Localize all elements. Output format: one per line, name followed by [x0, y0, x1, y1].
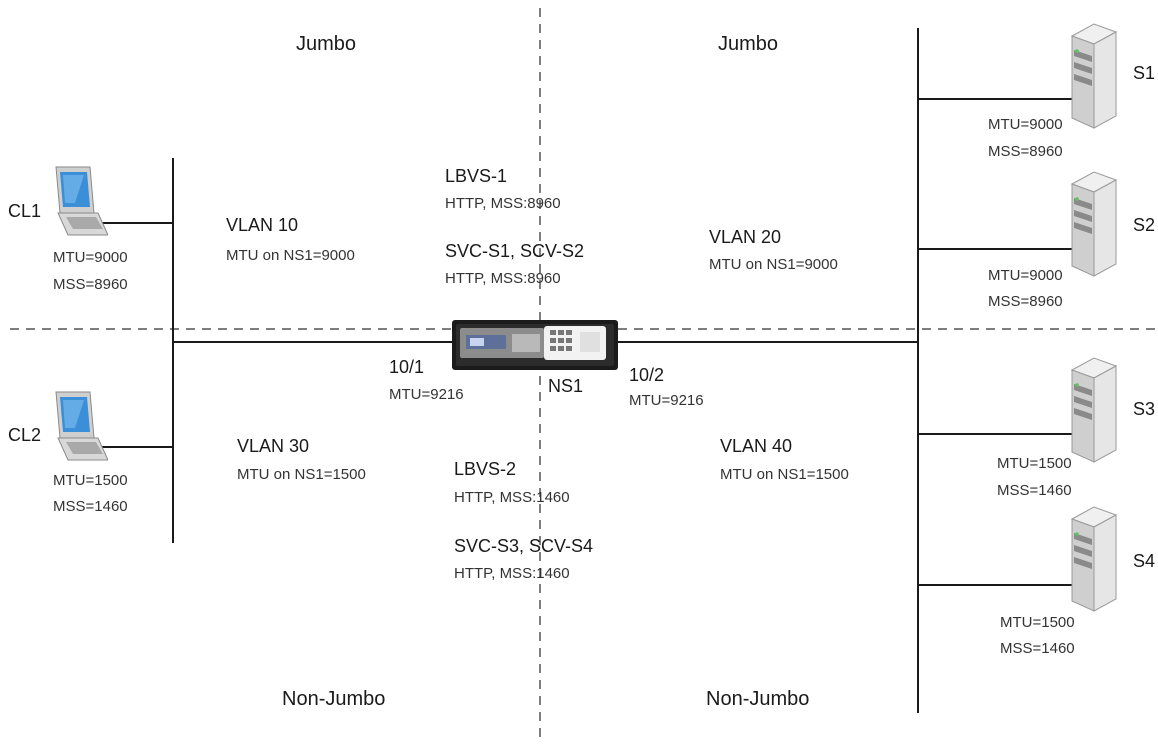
interface-name-10-2: 10/2: [629, 365, 665, 385]
interface-mtu-10-2: MTU=9216: [629, 392, 704, 409]
service-detail-lbvs-2: HTTP, MSS:1460: [454, 489, 570, 506]
server-mtu-s2: MTU=9000: [988, 267, 1063, 284]
vlan-name-40: VLAN 40: [720, 436, 793, 456]
vlan-mtu-30: MTU on NS1=1500: [237, 466, 366, 483]
laptop-icon: [55, 166, 108, 236]
vlan-name-30: VLAN 30: [237, 436, 310, 456]
server-mss-s4: MSS=1460: [1000, 640, 1075, 657]
server-mss-s3: MSS=1460: [997, 482, 1072, 499]
client-name-cl1: CL1: [8, 201, 42, 221]
vlan-mtu-10: MTU on NS1=9000: [226, 247, 355, 264]
service-title-lbvs-2: LBVS-2: [454, 459, 517, 479]
interface-name-10-1: 10/1: [389, 357, 425, 377]
vlan-mtu-40: MTU on NS1=1500: [720, 466, 849, 483]
server-name-s4: S4: [1133, 551, 1156, 571]
vlan-mtu-20: MTU on NS1=9000: [709, 256, 838, 273]
service-title-svc-s1-s2: SVC-S1, SCV-S2: [445, 241, 585, 261]
service-detail-svc-s3-s4: HTTP, MSS:1460: [454, 565, 570, 582]
client-mss-cl1: MSS=8960: [53, 276, 128, 293]
vlan-name-20: VLAN 20: [709, 227, 782, 247]
server-tower-icon: [1070, 357, 1118, 463]
server-name-s2: S2: [1133, 215, 1156, 235]
interface-mtu-10-1: MTU=9216: [389, 386, 464, 403]
server-mtu-s4: MTU=1500: [1000, 614, 1075, 631]
region-label-top-left: Jumbo: [296, 33, 357, 55]
client-mss-cl2: MSS=1460: [53, 498, 128, 515]
region-label-bottom-left: Non-Jumbo: [282, 688, 386, 710]
server-name-s3: S3: [1133, 399, 1156, 419]
server-tower-icon: [1070, 171, 1118, 277]
service-title-svc-s3-s4: SVC-S3, SCV-S4: [454, 536, 594, 556]
server-name-s1: S1: [1133, 63, 1156, 83]
server-mss-s2: MSS=8960: [988, 293, 1063, 310]
client-mtu-cl2: MTU=1500: [53, 472, 128, 489]
client-name-cl2: CL2: [8, 425, 42, 445]
vlan-name-10: VLAN 10: [226, 215, 299, 235]
service-detail-svc-s1-s2: HTTP, MSS:8960: [445, 270, 561, 287]
server-mtu-s3: MTU=1500: [997, 455, 1072, 472]
server-mss-s1: MSS=8960: [988, 143, 1063, 160]
laptop-icon: [55, 391, 108, 461]
appliance-name: NS1: [548, 376, 584, 396]
server-tower-icon: [1070, 506, 1118, 612]
netscaler-appliance-icon: [452, 320, 618, 370]
region-label-bottom-right: Non-Jumbo: [706, 688, 810, 710]
service-title-lbvs-1: LBVS-1: [445, 166, 508, 186]
client-mtu-cl1: MTU=9000: [53, 249, 128, 266]
server-mtu-s1: MTU=9000: [988, 116, 1063, 133]
region-label-top-right: Jumbo: [718, 33, 779, 55]
server-tower-icon: [1070, 23, 1118, 129]
service-detail-lbvs-1: HTTP, MSS:8960: [445, 195, 561, 212]
